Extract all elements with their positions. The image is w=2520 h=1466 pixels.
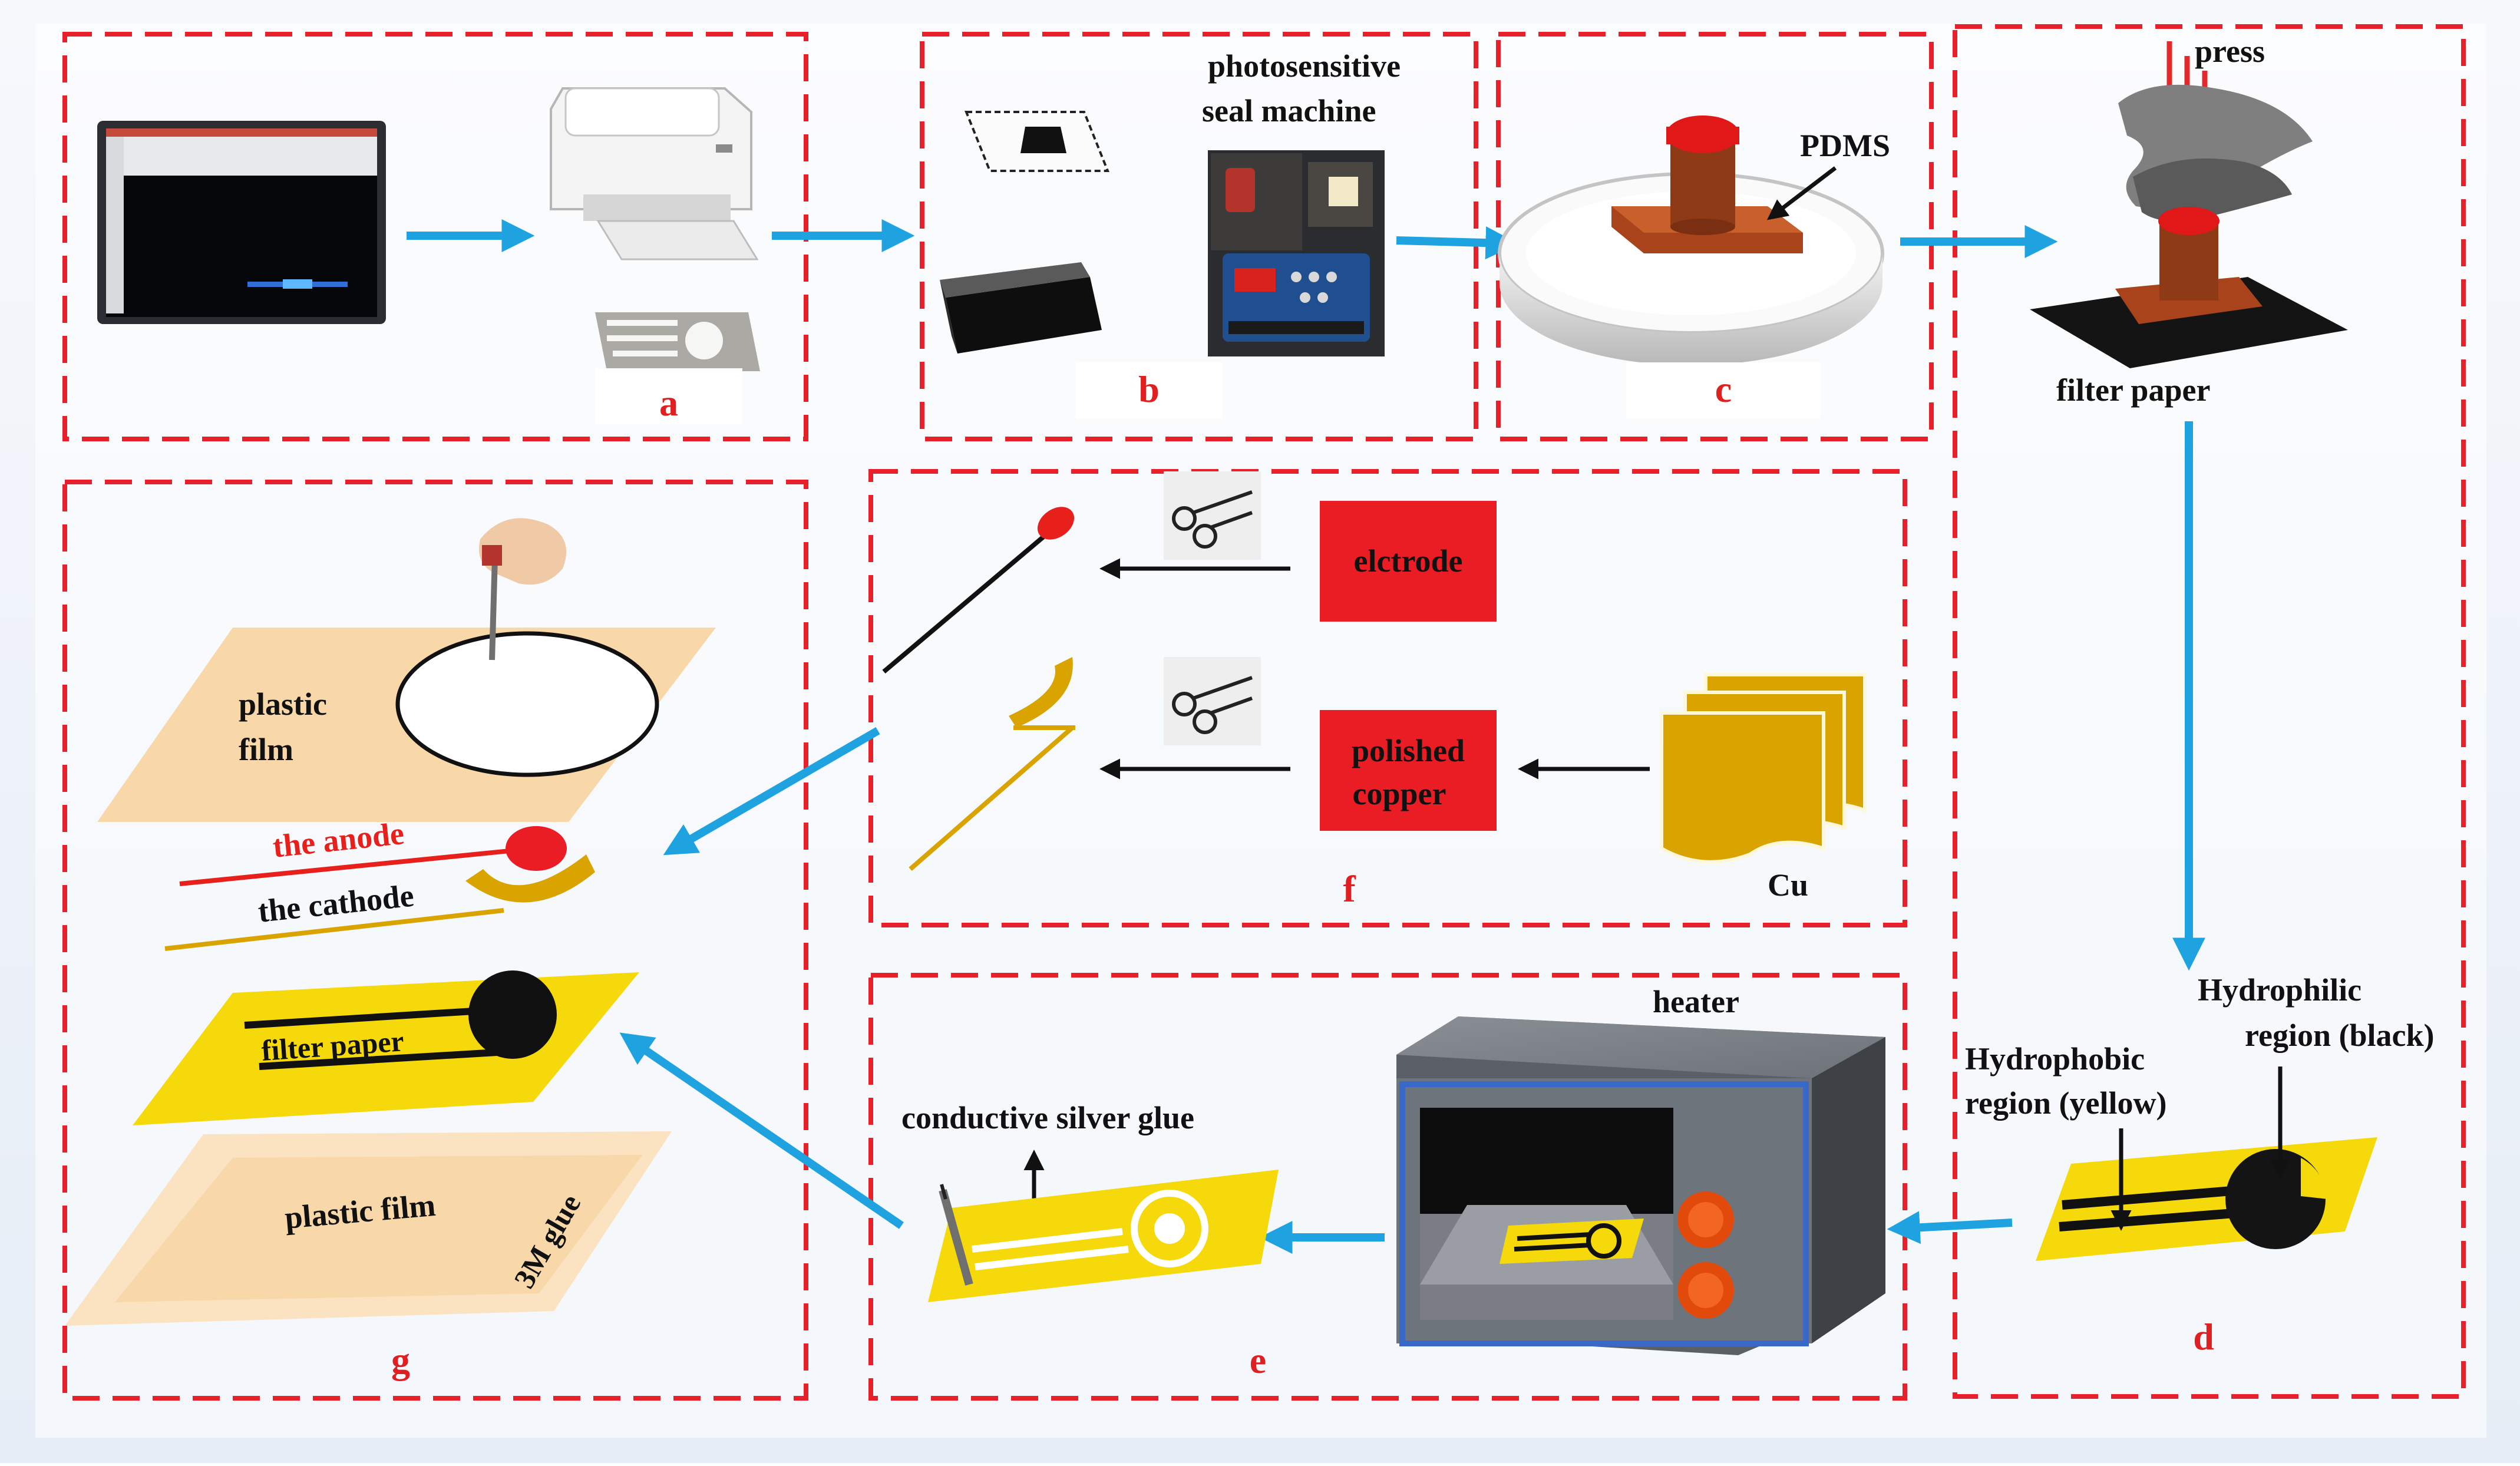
scissors-icon-top [1164, 471, 1261, 560]
arrow-pdms-pointer [1766, 166, 1837, 220]
hydrophilic-label-line2: region (black) [2245, 1018, 2435, 1053]
press-label: press [2195, 34, 2265, 69]
panel-f-border [868, 469, 1907, 927]
label-b-bg [1075, 362, 1223, 418]
photosensitive-label-line2: seal machine [1202, 93, 1376, 128]
panel-d-label: d [2193, 1316, 2214, 1358]
label-c-bg [1626, 362, 1821, 418]
filter-paper-label-top: filter paper [2056, 372, 2210, 408]
press-stamp-on-paper-icon [2030, 207, 2348, 368]
electrode-wire-icon [882, 507, 1075, 674]
plastic-film-top-line1: plastic [239, 686, 327, 722]
top-plastic-film-icon [97, 628, 716, 822]
petri-dish-with-stamp-icon [1498, 115, 1884, 365]
stamp-block-icon [940, 262, 1102, 354]
film-mask-icon [965, 111, 1109, 172]
electrodes-layer-icon [164, 826, 595, 951]
panel-c-border [1496, 32, 1934, 441]
paper-in-oven-icon [1500, 1219, 1644, 1264]
pdms-label: PDMS [1800, 128, 1890, 163]
scissors-icon-bottom [1164, 657, 1261, 745]
hydrophobic-label-line2: region (yellow) [1965, 1085, 2166, 1121]
conductive-silver-glue-label: conductive silver glue [901, 1100, 1194, 1135]
panel-d-border [1953, 24, 2466, 1399]
polished-copper-label-line2: copper [1353, 776, 1446, 811]
panel-g-border [62, 480, 808, 1401]
plastic-film-top-line2: film [239, 732, 293, 767]
printer-icon [550, 87, 759, 260]
bottom-plastic-film-icon [65, 1131, 672, 1326]
panel-b-label: b [1138, 368, 1160, 410]
electrode-box [1320, 501, 1497, 622]
pressing-hands-icon [2118, 84, 2313, 222]
panel-c-label: c [1715, 368, 1732, 410]
panel-g-label: g [391, 1339, 410, 1381]
arrow-d-to-e [1887, 1211, 2013, 1244]
filter-paper-layer-icon [133, 970, 639, 1125]
arrow-f-to-g [663, 727, 880, 856]
electrode-box-label: elctrode [1354, 543, 1463, 579]
polished-copper-label-line1: polished [1352, 733, 1465, 768]
photosensitive-seal-machine-icon [1208, 150, 1385, 356]
panel-e-label: e [1250, 1339, 1266, 1381]
dropper-hand-icon [479, 518, 567, 661]
heater-label: heater [1653, 984, 1739, 1019]
computer-monitor-icon [97, 121, 386, 324]
copper-sheets-icon [1660, 673, 1867, 864]
hydrophilic-label-line1: Hydrophilic [2198, 972, 2362, 1008]
panel-e-border [868, 973, 1907, 1401]
photosensitive-label-line1: photosensitive [1208, 48, 1401, 84]
copper-electrode-icon [909, 657, 1075, 871]
panel-a-label: a [659, 382, 678, 424]
arrow-e-to-g [619, 1032, 904, 1229]
panel-f-label: f [1343, 868, 1356, 910]
printed-pattern-strip [595, 312, 760, 371]
hydrophobic-label-line1: Hydrophobic [1965, 1041, 2145, 1077]
arrow-b-to-c [1396, 226, 1519, 260]
silver-glue-paper-icon [928, 1170, 1279, 1302]
polished-copper-box [1320, 710, 1497, 831]
label-a-bg [595, 368, 742, 424]
cu-label: Cu [1768, 867, 1808, 903]
heater-oven-icon [1396, 1016, 1885, 1355]
